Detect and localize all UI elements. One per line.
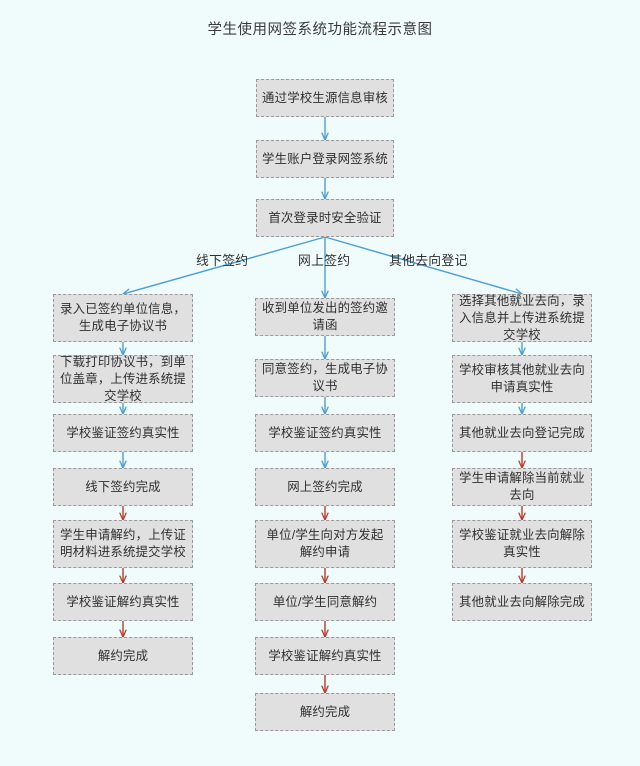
node-label: 单位/学生向对方发起解约申请 [266, 528, 384, 559]
node-l4[interactable]: 线下签约完成 [53, 468, 193, 506]
node-l7[interactable]: 解约完成 [53, 637, 193, 675]
page-title: 学生使用网签系统功能流程示意图 [207, 22, 433, 38]
node-t3[interactable]: 首次登录时安全验证 [256, 199, 394, 237]
node-m2[interactable]: 同意签约，生成电子协议书 [255, 359, 395, 397]
branch-label-b-left: 线下签约 [196, 253, 249, 268]
node-m3[interactable]: 学校鉴证签约真实性 [255, 414, 395, 452]
node-label: 网上签约完成 [287, 479, 363, 494]
node-r5[interactable]: 学校鉴证就业去向解除真实性 [452, 520, 592, 568]
branch-label-b-right: 其他去向登记 [389, 253, 468, 268]
node-label: 学校鉴证签约真实性 [66, 425, 180, 440]
node-label: 学校鉴证解约真实性 [268, 648, 382, 663]
node-label: 录入已签约单位信息，生成电子协议书 [60, 302, 186, 333]
node-label: 通过学校生源信息审核 [262, 90, 388, 105]
node-r1[interactable]: 选择其他就业去向，录入信息并上传进系统提交学校 [452, 294, 592, 342]
node-label: 学校鉴证解约真实性 [66, 594, 180, 609]
node-label: 收到单位发出的签约邀请函 [262, 301, 388, 332]
node-l5[interactable]: 学生申请解约，上传证明材料进系统提交学校 [53, 520, 193, 568]
node-label: 解约完成 [299, 704, 351, 719]
node-label: 其他就业去向登记完成 [459, 425, 585, 440]
node-label: 线下签约完成 [85, 479, 161, 494]
node-m8[interactable]: 解约完成 [255, 693, 395, 731]
node-m5[interactable]: 单位/学生向对方发起解约申请 [255, 520, 395, 568]
node-m7[interactable]: 学校鉴证解约真实性 [255, 637, 395, 675]
node-label: 其他就业去向解除完成 [459, 594, 585, 609]
node-label: 下载打印协议书，到单位盖章，上传进系统提交学校 [60, 354, 186, 403]
node-label: 解约完成 [97, 648, 149, 663]
node-r6[interactable]: 其他就业去向解除完成 [452, 583, 592, 621]
node-l6[interactable]: 学校鉴证解约真实性 [53, 583, 193, 621]
node-label: 学生申请解约，上传证明材料进系统提交学校 [60, 528, 186, 559]
node-label: 首次登录时安全验证 [268, 210, 382, 225]
node-m6[interactable]: 单位/学生同意解约 [255, 583, 395, 621]
node-t2[interactable]: 学生账户登录网签系统 [256, 140, 394, 178]
node-label: 学生申请解除当前就业去向 [459, 471, 585, 502]
node-r3[interactable]: 其他就业去向登记完成 [452, 414, 592, 452]
node-l3[interactable]: 学校鉴证签约真实性 [53, 414, 193, 452]
node-r4[interactable]: 学生申请解除当前就业去向 [452, 468, 592, 506]
node-label: 同意签约，生成电子协议书 [262, 362, 388, 393]
node-label: 学校鉴证就业去向解除真实性 [459, 528, 585, 559]
node-l1[interactable]: 录入已签约单位信息，生成电子协议书 [53, 294, 193, 342]
node-label: 学校鉴证签约真实性 [268, 425, 382, 440]
node-label: 学校审核其他就业去向申请真实性 [459, 363, 585, 394]
node-l2[interactable]: 下载打印协议书，到单位盖章，上传进系统提交学校 [53, 355, 193, 403]
node-r2[interactable]: 学校审核其他就业去向申请真实性 [452, 355, 592, 403]
node-label: 单位/学生同意解约 [272, 594, 378, 609]
node-m4[interactable]: 网上签约完成 [255, 468, 395, 506]
node-t1[interactable]: 通过学校生源信息审核 [256, 79, 394, 117]
node-label: 学生账户登录网签系统 [262, 151, 388, 166]
node-m1[interactable]: 收到单位发出的签约邀请函 [255, 298, 395, 336]
branch-label-b-mid: 网上签约 [298, 253, 351, 268]
node-label: 选择其他就业去向，录入信息并上传进系统提交学校 [459, 293, 585, 342]
